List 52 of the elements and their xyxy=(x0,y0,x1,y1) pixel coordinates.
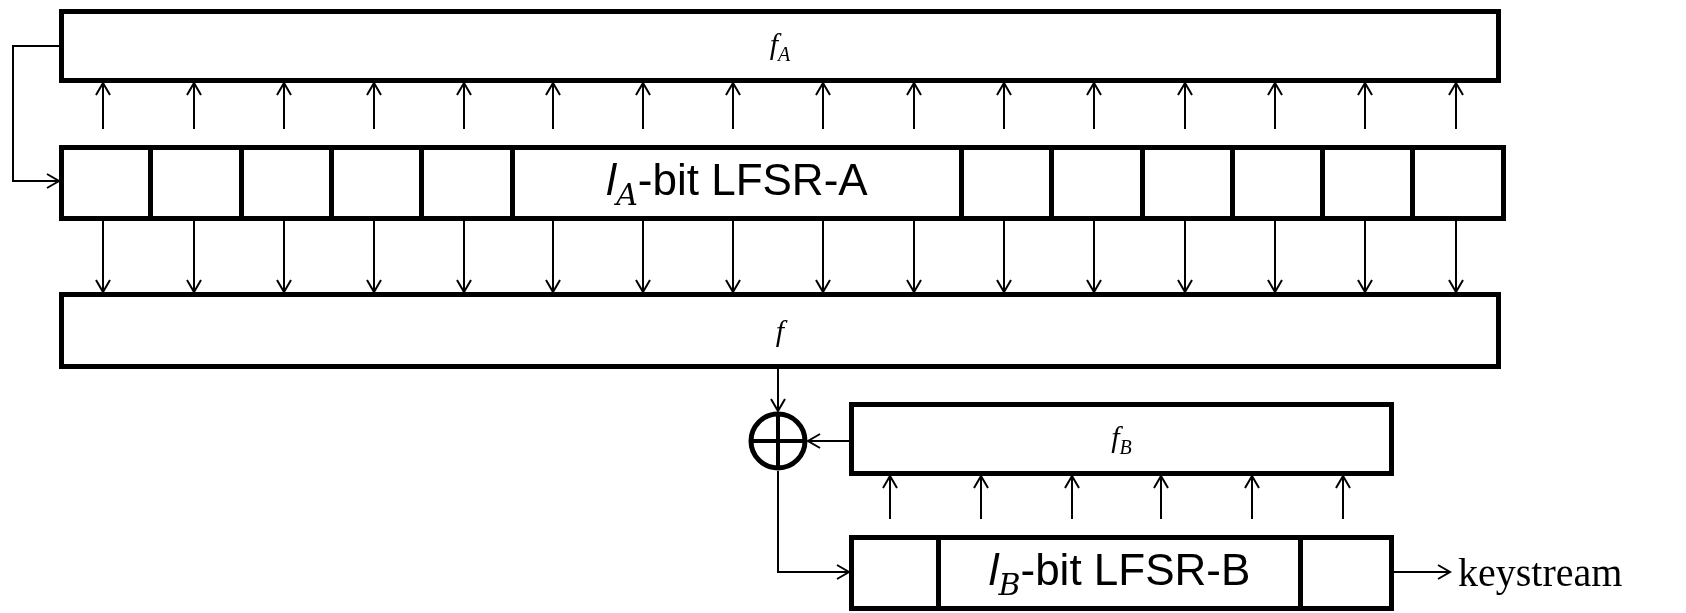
arrow xyxy=(95,82,111,130)
arrow xyxy=(366,82,382,130)
arrow xyxy=(882,475,898,520)
arrow xyxy=(1177,82,1193,130)
arrow xyxy=(1086,82,1102,130)
arrow xyxy=(996,220,1012,293)
function-box xyxy=(59,292,1501,369)
arrow xyxy=(770,368,786,412)
arrow xyxy=(906,220,922,293)
arrow xyxy=(186,220,202,293)
xor-symbol xyxy=(748,411,808,471)
arrow xyxy=(1153,475,1169,520)
arrow xyxy=(1244,475,1260,520)
arrow xyxy=(807,433,850,449)
arrow xyxy=(12,45,60,189)
arrow xyxy=(1335,475,1351,520)
arrow xyxy=(186,82,202,130)
arrow xyxy=(276,220,292,293)
register-label: l$_{A}$-bit LFSR-A xyxy=(606,154,868,212)
arrow xyxy=(1064,475,1080,520)
arrow xyxy=(1448,82,1464,130)
arrow xyxy=(545,82,561,130)
arrow xyxy=(456,220,472,293)
arrow xyxy=(777,470,850,580)
arrow xyxy=(815,220,831,293)
function-label: f$_{B}$ xyxy=(1111,419,1132,459)
arrow xyxy=(366,220,382,293)
arrow xyxy=(635,82,651,130)
arrow xyxy=(815,82,831,130)
function-box xyxy=(59,9,1501,83)
arrow xyxy=(1267,220,1283,293)
arrow xyxy=(1393,564,1451,580)
register-label: l$_{B}$-bit LFSR-B xyxy=(988,544,1251,602)
arrow xyxy=(456,82,472,130)
arrow xyxy=(545,220,561,293)
arrow xyxy=(276,82,292,130)
arrow xyxy=(1267,82,1283,130)
arrow xyxy=(725,220,741,293)
arrow xyxy=(1357,220,1373,293)
arrow xyxy=(1177,220,1193,293)
arrow xyxy=(1448,220,1464,293)
output-label: keystream xyxy=(1458,548,1658,596)
arrow xyxy=(95,220,111,293)
arrow xyxy=(725,82,741,130)
function-box xyxy=(849,402,1394,476)
arrow xyxy=(996,82,1012,130)
arrow xyxy=(973,475,989,520)
arrow xyxy=(906,82,922,130)
arrow xyxy=(1086,220,1102,293)
arrow xyxy=(635,220,651,293)
arrow xyxy=(1357,82,1373,130)
function-label: f$_{A}$ xyxy=(769,26,791,66)
